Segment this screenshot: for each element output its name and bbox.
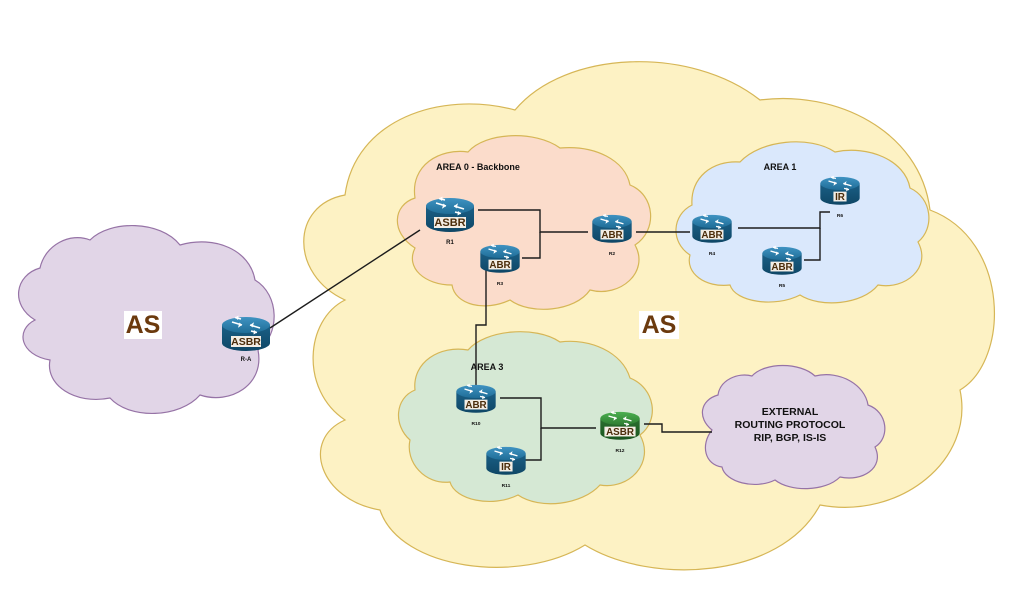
router-r4-role: ABR (701, 230, 722, 241)
router-r4-name: R4 (709, 251, 716, 257)
as-main-label: AS (639, 311, 679, 339)
router-r10-name: R10 (471, 421, 480, 427)
router-r11-role: IR (501, 462, 511, 473)
router-r1-role: ASBR (434, 217, 465, 229)
router-r3-name: R3 (497, 281, 504, 287)
router-r10-badge-bg (464, 399, 488, 410)
area3-cloud (397, 331, 653, 505)
router-r3[interactable]: ABR R3 (479, 242, 521, 287)
link-r3-r10 (475, 270, 487, 390)
router-r5-role: ABR (771, 262, 792, 273)
router-r5-badge-bg (770, 261, 794, 272)
router-ra[interactable]: ASBR R-A (221, 314, 271, 364)
external-line2: ROUTING PROTOCOL (735, 419, 846, 431)
router-r2-name: R2 (609, 251, 616, 257)
router-r2-role: ABR (601, 230, 622, 241)
area1-title: AREA 1 (764, 162, 797, 172)
as-main-label-bg (639, 311, 679, 339)
router-r4[interactable]: ABR R4 (691, 212, 733, 257)
router-r1-name: R1 (446, 240, 454, 246)
external-cloud (701, 365, 886, 490)
router-r12-name: R12 (615, 448, 624, 454)
link-r5-r6 (804, 228, 821, 261)
area3-title: AREA 3 (471, 362, 504, 372)
external-line1: EXTERNAL (762, 406, 819, 418)
link-r12-external (644, 423, 712, 433)
as-left-label-text: AS (126, 311, 161, 339)
area1-cloud (675, 141, 930, 304)
router-r2[interactable]: ABR R2 (591, 212, 633, 257)
link-r1-r2 (478, 209, 588, 233)
area0-title: AREA 0 - Backbone (436, 162, 520, 172)
router-r6[interactable]: IR R6 (819, 174, 861, 219)
router-r5[interactable]: ABR R5 (761, 244, 803, 289)
link-ra-r1 (269, 229, 421, 329)
link-r11-r12 (524, 428, 542, 461)
router-r12[interactable]: ASBR R12 (599, 409, 641, 454)
router-r11-name: R11 (502, 483, 511, 489)
router-r6-role: IR (835, 192, 845, 203)
router-r12-badge-bg (604, 426, 636, 437)
area0-cloud (396, 135, 652, 310)
router-r5-name: R5 (779, 283, 786, 289)
router-r10[interactable]: ABR R10 (455, 382, 497, 427)
router-r12-role: ASBR (606, 427, 634, 438)
router-r2-badge-bg (600, 229, 624, 240)
router-r1-badge-bg (434, 217, 466, 228)
as-left-label: AS (124, 311, 162, 339)
router-r11[interactable]: IR R11 (485, 444, 527, 489)
as-left-label-bg (124, 311, 162, 339)
router-r3-badge-bg (488, 259, 512, 270)
router-r11-badge-bg (499, 461, 513, 472)
as-main-label-text: AS (642, 311, 677, 339)
link-r4-r6 (738, 211, 830, 229)
router-ra-name: R-A (241, 357, 252, 363)
link-r10-r12 (500, 397, 596, 429)
router-r1[interactable]: ASBR R1 (425, 195, 475, 247)
external-line3: RIP, BGP, IS-IS (754, 432, 827, 444)
router-r4-badge-bg (700, 229, 724, 240)
link-r3-r2 (522, 232, 541, 259)
router-r6-name: R6 (837, 213, 844, 219)
router-r10-role: ABR (465, 400, 486, 411)
router-ra-badge-bg (231, 336, 261, 347)
router-ra-role: ASBR (231, 336, 261, 348)
router-r3-role: ABR (489, 260, 510, 271)
router-r6-badge-bg (833, 191, 847, 202)
